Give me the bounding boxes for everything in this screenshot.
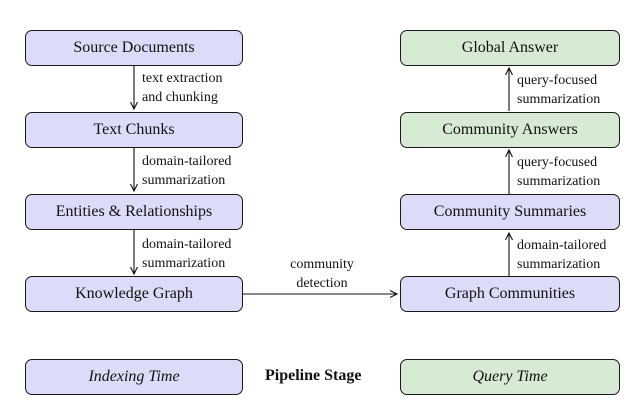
edge-label-line: summarization — [517, 257, 601, 272]
edge-label-line: summarization — [517, 92, 601, 107]
edge-label-domain-tailored-3: domain-tailored summarization — [517, 236, 606, 274]
edge-label-domain-tailored-1: domain-tailored summarization — [142, 152, 231, 190]
edge-label-query-focused-1: query-focused summarization — [517, 153, 600, 191]
edge-label-line: summarization — [142, 173, 226, 188]
legend-query-time: Query Time — [400, 359, 620, 395]
global-answer-node: Global Answer — [400, 30, 620, 66]
community-summaries-node: Community Summaries — [400, 194, 620, 230]
edge-label-line: query-focused — [517, 155, 598, 170]
legend-indexing-time: Indexing Time — [25, 359, 243, 395]
edge-label-domain-tailored-2: domain-tailored summarization — [142, 235, 231, 273]
legend-pipeline-stage: Pipeline Stage — [265, 367, 362, 384]
edge-label-line: and chunking — [142, 90, 218, 105]
edge-label-line: detection — [296, 276, 348, 291]
community-answers-node: Community Answers — [400, 112, 620, 148]
text-chunks-node: Text Chunks — [25, 112, 243, 148]
edge-label-community-detection: community detection — [278, 255, 366, 293]
source-documents-node: Source Documents — [25, 30, 243, 66]
entities-relationships-node: Entities & Relationships — [25, 194, 243, 230]
graph-communities-node: Graph Communities — [400, 276, 620, 312]
edge-label-line: domain-tailored — [142, 154, 232, 169]
edge-label-line: domain-tailored — [517, 238, 607, 253]
edge-label-line: domain-tailored — [142, 237, 232, 252]
edge-label-line: summarization — [517, 174, 601, 189]
edge-label-line: community — [290, 257, 354, 272]
knowledge-graph-node: Knowledge Graph — [25, 276, 243, 312]
edge-label-line: text extraction — [142, 71, 223, 86]
edge-label-line: summarization — [142, 256, 226, 271]
edge-label-text-extraction: text extraction and chunking — [142, 69, 222, 107]
edge-label-line: query-focused — [517, 73, 598, 88]
edge-label-query-focused-2: query-focused summarization — [517, 71, 600, 109]
